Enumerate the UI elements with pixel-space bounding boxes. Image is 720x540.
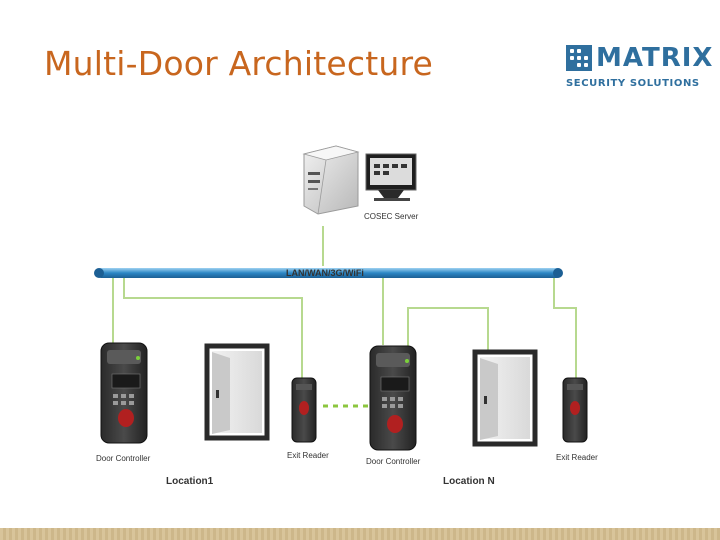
location-1-controller-label: Door Controller: [96, 454, 151, 463]
door-1-icon: [204, 343, 270, 441]
network-label: LAN/WAN/3G/WiFi: [286, 268, 364, 278]
matrix-logo: MATRIX SECURITY SOLUTIONS: [566, 43, 712, 93]
logo-wordmark: MATRIX: [596, 43, 714, 73]
location-1-name: Location1: [166, 476, 214, 487]
logo-mark-icon: [566, 45, 592, 71]
door-controller-1-icon: [100, 342, 148, 444]
network-wiring: [112, 226, 577, 378]
logo-tagline: SECURITY SOLUTIONS: [566, 78, 700, 89]
exit-reader-n-icon: [562, 377, 588, 443]
location-1-reader-label: Exit Reader: [287, 451, 329, 460]
slide-title: Multi-Door Architecture: [44, 44, 434, 83]
exit-reader-1-icon: [291, 377, 317, 443]
monitor-icon: [365, 153, 417, 201]
network-backbone: [94, 268, 563, 278]
location-n-name: Location N: [443, 476, 495, 487]
door-n-icon: [472, 349, 538, 447]
server-label: COSEC Server: [364, 212, 419, 221]
server-icon: [302, 145, 360, 215]
location-n: [369, 345, 588, 451]
bottom-decorative-bar: [0, 528, 720, 540]
location-1: [100, 342, 317, 444]
door-controller-n-icon: [369, 345, 417, 451]
location-n-reader-label: Exit Reader: [556, 453, 598, 462]
location-n-controller-label: Door Controller: [366, 457, 421, 466]
